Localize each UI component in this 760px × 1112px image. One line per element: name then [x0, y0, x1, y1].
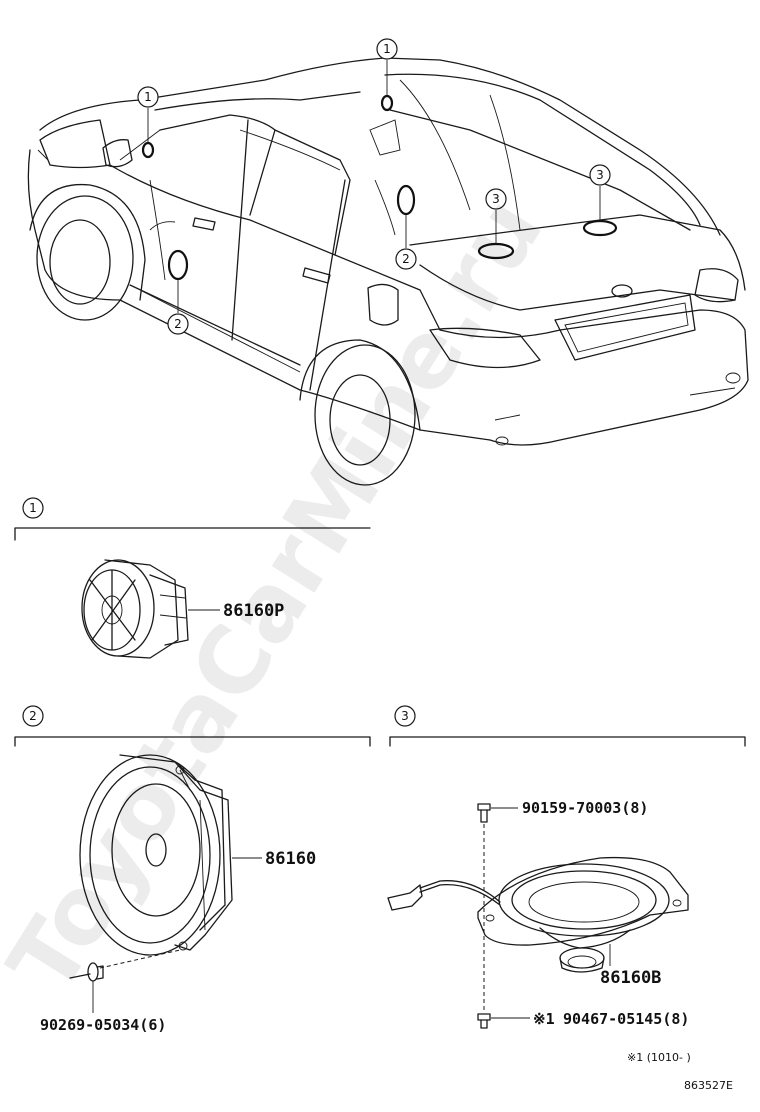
footnote: ※1 (1010- ) [627, 1051, 691, 1064]
section-1: 1 86160P [14, 497, 371, 659]
callout-1-rear: 1 [383, 42, 391, 56]
front-speaker-illustration [79, 754, 233, 956]
callout-2-front: 2 [174, 317, 182, 331]
tweeter-location-front [141, 141, 155, 159]
car-illustration [27, 57, 749, 486]
screw-bottom-illustration [477, 1013, 491, 1029]
callout-1-front: 1 [144, 90, 152, 104]
front-door-speaker-location [167, 249, 189, 281]
section-2-callout: 2 [29, 709, 37, 723]
callout-2-rear: 2 [402, 252, 410, 266]
callout-3-right: 3 [596, 168, 604, 182]
callout-3-left: 3 [492, 192, 500, 206]
section-3-callout: 3 [401, 709, 409, 723]
screw-note-mark: ※1 [533, 1010, 555, 1028]
section-1-callout: 1 [29, 501, 37, 515]
section-3: 3 90159-70003(8) 86160B [387, 705, 746, 1029]
rear-speaker-illustration [387, 856, 689, 973]
part-number-86160b: 86160B [600, 968, 661, 988]
part-number-90159-70003: 90159-70003(8) [522, 799, 648, 817]
part-number-90269-05034: 90269-05034(6) [40, 1016, 166, 1034]
screw-top-illustration [477, 803, 491, 823]
part-number-86160p: 86160P [223, 601, 284, 621]
rear-deck-speaker-location-right [582, 219, 618, 237]
diagram-code: 863527E [684, 1079, 733, 1092]
part-number-86160: 86160 [265, 849, 316, 869]
car-callouts: 1 1 2 2 3 3 [137, 38, 611, 335]
section-2: 2 86160 90269-05034(6) [14, 705, 371, 1034]
rear-door-speaker-location [396, 184, 416, 216]
part-number-90467-05145: 90467-05145(8) [563, 1010, 689, 1028]
tweeter-illustration [81, 559, 189, 659]
tweeter-location-rear [380, 94, 394, 112]
